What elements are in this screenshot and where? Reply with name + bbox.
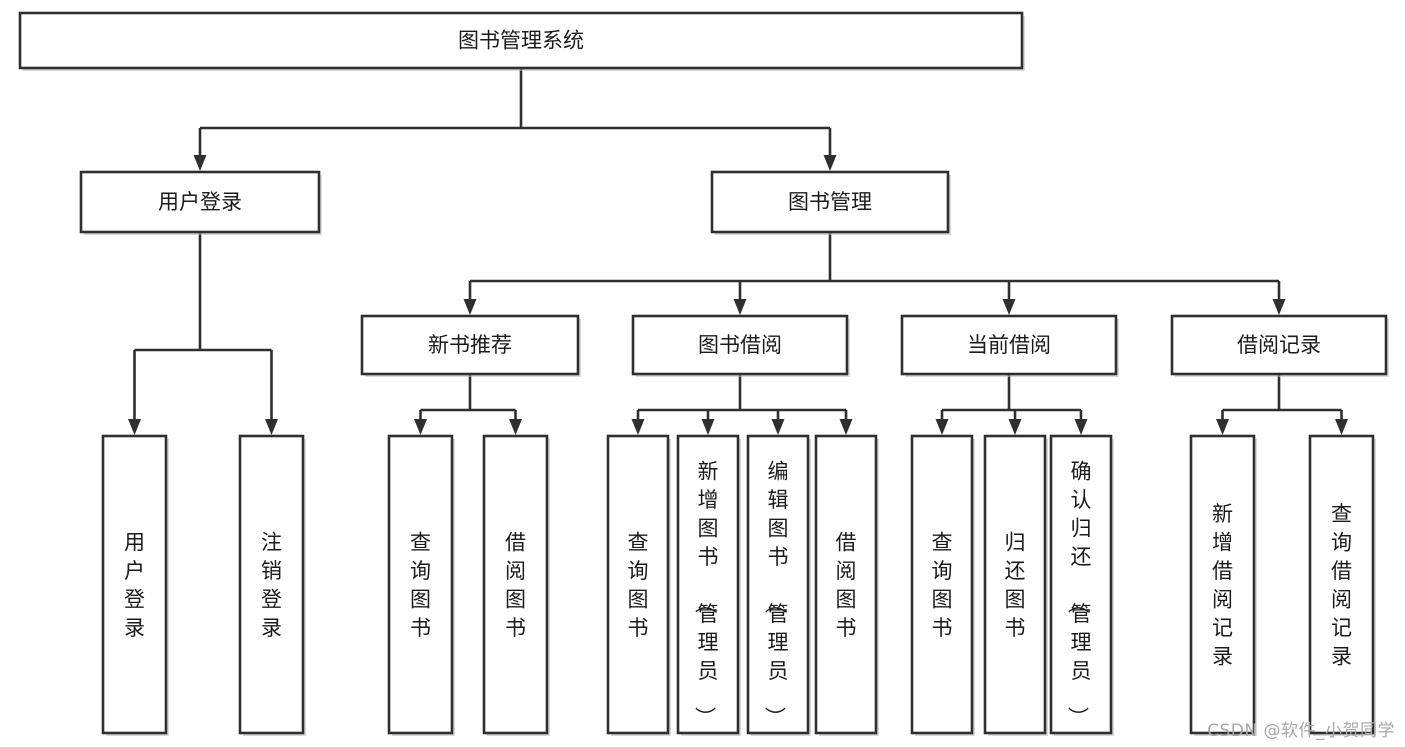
node-label: 图书借阅 (698, 333, 782, 357)
node-label: 查询借阅记录 (1331, 502, 1352, 669)
node-label: 注销登录 (261, 531, 282, 641)
node-layer: 图书管理系统用户登录图书管理新书推荐图书借阅当前借阅借阅记录用户登录注销登录查询… (18, 11, 1389, 736)
node-label: 新书推荐 (428, 333, 512, 357)
node-rect[interactable] (900, 314, 1118, 376)
node-label: 当前借阅 (967, 333, 1051, 357)
node-label: 查询图书 (410, 531, 431, 641)
node-rect[interactable] (1170, 314, 1388, 376)
node-rect[interactable] (360, 314, 580, 376)
node-rect[interactable] (606, 434, 670, 735)
node-rect[interactable] (910, 434, 974, 735)
edge-group-root (193, 68, 837, 171)
node-rect[interactable] (814, 434, 878, 735)
node-rect[interactable] (238, 434, 305, 735)
node-label: 图书管理系统 (458, 29, 584, 53)
node-leaf-user-login[interactable]: 用户登录 (101, 434, 169, 736)
node-rect[interactable] (101, 434, 168, 735)
node-label: 借阅记录 (1237, 333, 1321, 357)
node-new-book-rec[interactable]: 新书推荐 (360, 314, 581, 377)
node-book-admin[interactable]: 图书管理 (710, 170, 951, 235)
node-label: 用户登录 (158, 190, 242, 214)
node-label: 用户登录 (124, 531, 145, 641)
node-rect[interactable] (1049, 434, 1113, 735)
edge-group-current-borrow (935, 374, 1088, 435)
node-book-borrow[interactable]: 图书借阅 (631, 314, 850, 377)
node-rect[interactable] (1308, 434, 1375, 735)
edge-group-user-login (128, 232, 278, 435)
edge-group-new-book-rec (414, 374, 522, 435)
node-leaf-query-book-3[interactable]: 查询图书 (910, 434, 975, 736)
node-leaf-return-book[interactable]: 归还图书 (983, 434, 1048, 736)
edge-group-book-borrow (631, 374, 853, 435)
node-rect[interactable] (79, 170, 321, 234)
node-label: 确认归还（管理员） (1066, 459, 1092, 727)
node-rect[interactable] (387, 434, 454, 735)
node-label: 借阅图书 (505, 531, 526, 641)
node-label: 查询图书 (628, 531, 649, 641)
node-leaf-query-record[interactable]: 查询借阅记录 (1308, 434, 1376, 736)
node-rect[interactable] (482, 434, 549, 735)
node-label: 查询图书 (932, 531, 953, 641)
node-user-login[interactable]: 用户登录 (79, 170, 322, 235)
node-current-borrow[interactable]: 当前借阅 (900, 314, 1119, 377)
node-leaf-add-book[interactable]: 新增图书（管理员） (676, 434, 741, 736)
node-rect[interactable] (746, 434, 810, 735)
node-label: 归还图书 (1005, 531, 1026, 641)
node-rect[interactable] (676, 434, 740, 735)
node-borrow-record[interactable]: 借阅记录 (1170, 314, 1389, 377)
node-rect[interactable] (18, 11, 1024, 70)
node-label: 编辑图书（管理员） (763, 459, 789, 727)
node-rect[interactable] (1189, 434, 1256, 735)
node-leaf-borrow-book-2[interactable]: 借阅图书 (814, 434, 879, 736)
node-label: 图书管理 (788, 190, 872, 214)
edge-group-book-admin (463, 232, 1286, 315)
node-label: 新增图书（管理员） (693, 459, 719, 727)
edge-layer (128, 68, 1348, 435)
node-rect[interactable] (631, 314, 849, 376)
node-leaf-query-book-1[interactable]: 查询图书 (387, 434, 455, 736)
edge-group-borrow-record (1216, 374, 1348, 435)
node-leaf-confirm-return[interactable]: 确认归还（管理员） (1049, 434, 1114, 736)
node-leaf-query-book-2[interactable]: 查询图书 (606, 434, 671, 736)
node-label: 借阅图书 (836, 531, 857, 641)
node-label: 新增借阅记录 (1212, 502, 1233, 669)
node-leaf-borrow-book-1[interactable]: 借阅图书 (482, 434, 550, 736)
node-leaf-logout[interactable]: 注销登录 (238, 434, 306, 736)
node-rect[interactable] (710, 170, 950, 234)
node-leaf-edit-book[interactable]: 编辑图书（管理员） (746, 434, 811, 736)
node-leaf-add-record[interactable]: 新增借阅记录 (1189, 434, 1257, 736)
node-rect[interactable] (983, 434, 1047, 735)
node-root[interactable]: 图书管理系统 (18, 11, 1025, 71)
